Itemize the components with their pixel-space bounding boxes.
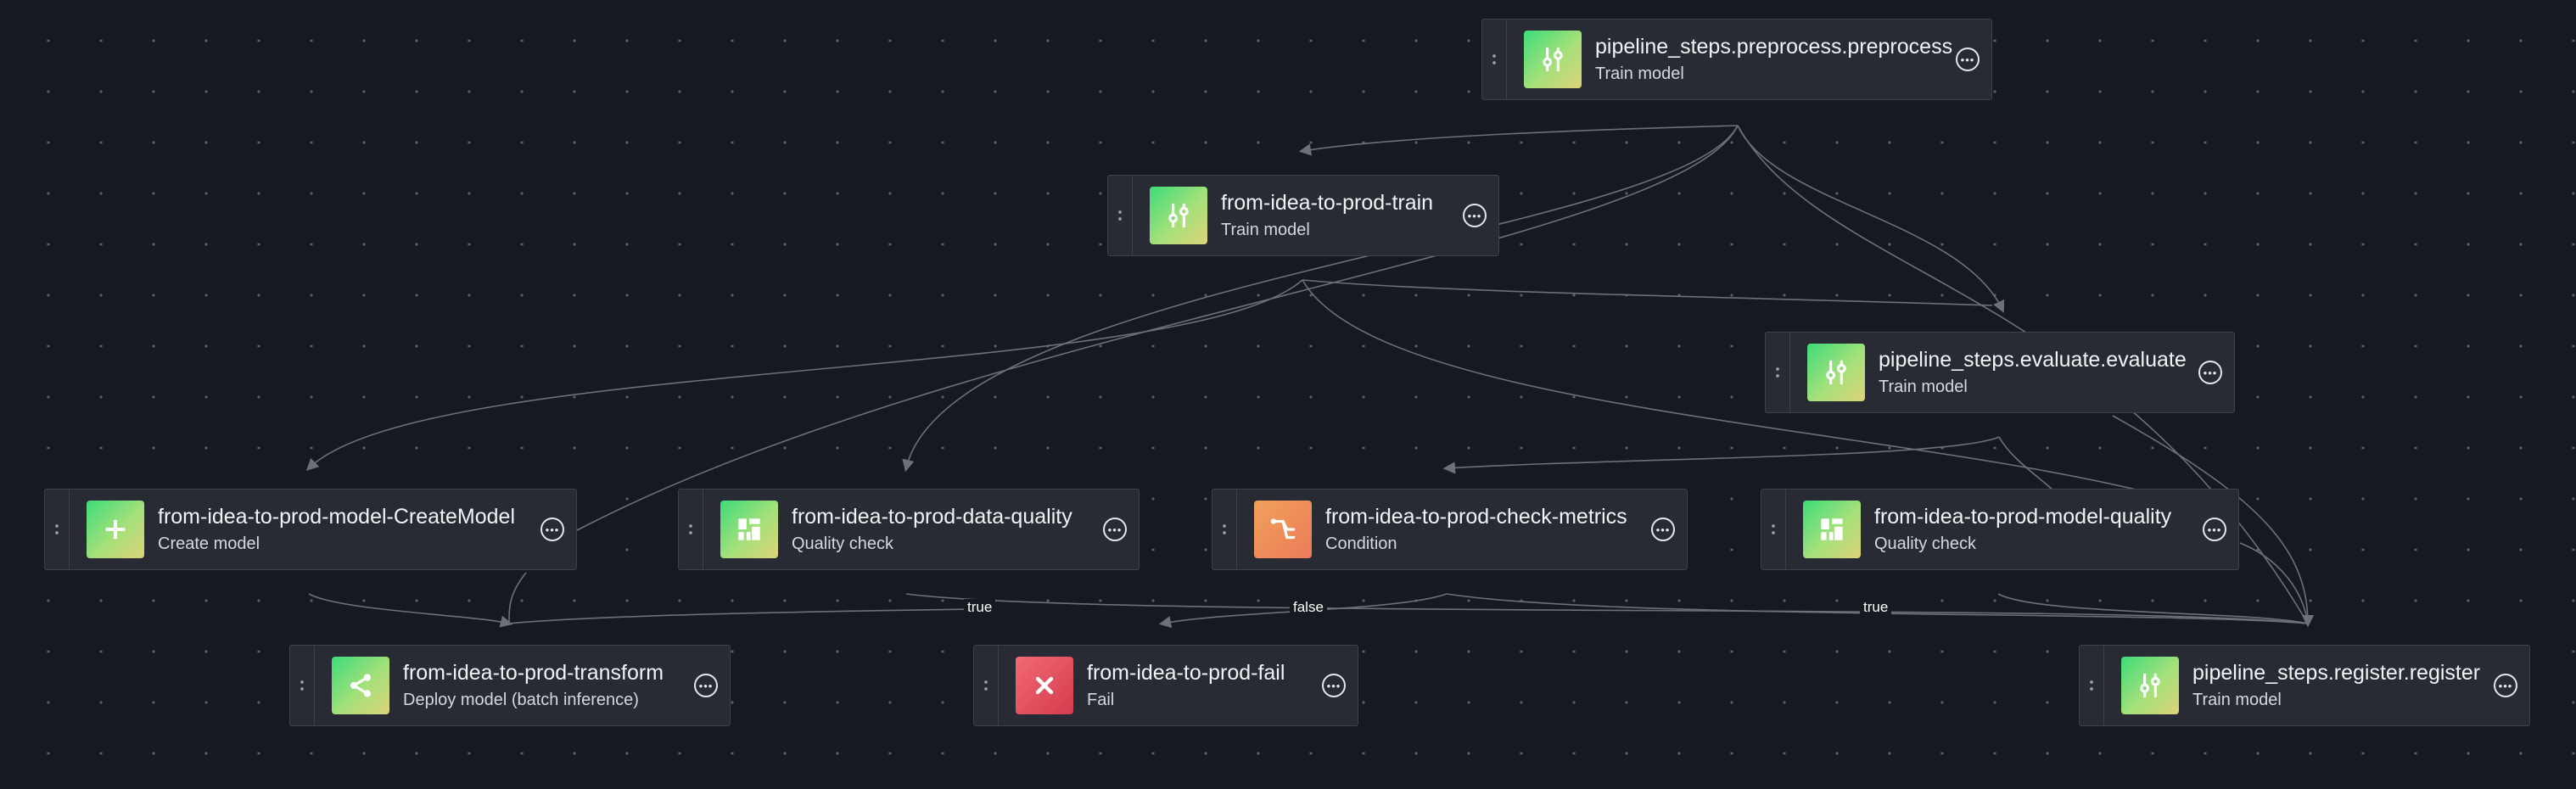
node-title: from-idea-to-prod-model-CreateModel <box>158 505 515 529</box>
edge-train-createmodel <box>305 279 1303 471</box>
node-subtitle: Deploy model (batch inference) <box>403 691 639 709</box>
blocks-icon <box>1803 501 1861 558</box>
drag-handle-icon[interactable] <box>679 490 703 569</box>
node-createmodel[interactable]: from-idea-to-prod-model-CreateModel Crea… <box>44 489 577 570</box>
more-options-icon[interactable]: ••• <box>2203 518 2226 541</box>
blocks-icon <box>720 501 778 558</box>
node-subtitle: Create model <box>158 534 260 553</box>
sliders-icon <box>1807 344 1865 401</box>
edge-evaluate-checkmetrics <box>1442 436 2000 474</box>
drag-handle-icon[interactable] <box>1482 20 1507 99</box>
edge-label-true: true <box>964 599 996 616</box>
drag-handle-icon[interactable] <box>290 646 315 725</box>
drag-handle-icon[interactable] <box>45 490 70 569</box>
more-options-icon[interactable]: ••• <box>1322 674 1346 697</box>
edge-misc-left <box>508 608 977 624</box>
drag-handle-icon[interactable] <box>1108 176 1133 255</box>
node-title: from-idea-to-prod-train <box>1221 191 1434 215</box>
node-title: from-idea-to-prod-model-quality <box>1874 505 2172 529</box>
edge-preprocess-createmodel <box>576 125 1739 531</box>
branch-icon <box>1254 501 1312 558</box>
edge-evaluate-modelquality <box>1998 436 2054 491</box>
sliders-icon <box>2121 657 2179 714</box>
more-options-icon[interactable]: ••• <box>1103 518 1127 541</box>
edge-preprocess-evaluate <box>1737 125 2005 313</box>
node-subtitle: Train model <box>1595 64 1684 83</box>
node-title: from-idea-to-prod-transform <box>403 661 664 685</box>
node-subtitle: Quality check <box>792 534 894 553</box>
edge-preprocess-train <box>1298 125 1739 156</box>
node-subtitle: Train model <box>2192 691 2282 709</box>
drag-handle-icon[interactable] <box>2080 646 2104 725</box>
node-title: from-idea-to-prod-data-quality <box>792 505 1072 529</box>
more-options-icon[interactable]: ••• <box>540 518 564 541</box>
edge-createmodel-transform-2 <box>308 593 513 628</box>
plus-icon <box>87 501 144 558</box>
edge-label-true: true <box>1860 599 1892 616</box>
node-title: pipeline_steps.preprocess.preprocess <box>1595 35 1953 59</box>
drag-handle-icon[interactable] <box>974 646 999 725</box>
node-subtitle: Train model <box>1221 221 1310 239</box>
edge-dataquality-register <box>905 593 2309 624</box>
sliders-icon <box>1150 187 1207 244</box>
node-modelquality[interactable]: from-idea-to-prod-model-quality Quality … <box>1761 489 2239 570</box>
node-register[interactable]: pipeline_steps.register.register Train m… <box>2079 645 2530 726</box>
more-options-icon[interactable]: ••• <box>1651 518 1675 541</box>
node-title: from-idea-to-prod-check-metrics <box>1325 505 1627 529</box>
x-icon <box>1016 657 1073 714</box>
drag-handle-icon[interactable] <box>1761 490 1786 569</box>
more-options-icon[interactable]: ••• <box>2198 361 2222 384</box>
node-preprocess[interactable]: pipeline_steps.preprocess.preprocess Tra… <box>1481 19 1992 100</box>
edge-preprocess-dataquality <box>902 125 1739 473</box>
edge-modelquality-register <box>1997 593 2309 624</box>
more-options-icon[interactable]: ••• <box>1463 204 1487 227</box>
node-dataquality[interactable]: from-idea-to-prod-data-quality Quality c… <box>678 489 1140 570</box>
node-train[interactable]: from-idea-to-prod-train Train model ••• <box>1107 175 1499 256</box>
node-title: pipeline_steps.register.register <box>2192 661 2481 685</box>
edge-label-false: false <box>1290 599 1327 616</box>
drag-handle-icon[interactable] <box>1212 490 1237 569</box>
node-checkmetrics[interactable]: from-idea-to-prod-check-metrics Conditio… <box>1212 489 1688 570</box>
more-options-icon[interactable]: ••• <box>2494 674 2517 697</box>
edge-train-modelquality <box>1302 279 2148 493</box>
drag-handle-icon[interactable] <box>1766 333 1790 412</box>
node-transform[interactable]: from-idea-to-prod-transform Deploy model… <box>289 645 731 726</box>
more-options-icon[interactable]: ••• <box>1956 48 1980 71</box>
node-title: from-idea-to-prod-fail <box>1087 661 1285 685</box>
node-evaluate[interactable]: pipeline_steps.evaluate.evaluate Train m… <box>1765 332 2235 413</box>
edge-createmodel-transform <box>508 572 527 624</box>
edge-modelquality-register-2 <box>2239 542 2309 624</box>
node-title: pipeline_steps.evaluate.evaluate <box>1879 348 2187 372</box>
share-icon <box>332 657 389 714</box>
node-subtitle: Fail <box>1087 691 1115 709</box>
edge-train-evaluate <box>1302 279 1993 306</box>
node-subtitle: Quality check <box>1874 534 1977 553</box>
sliders-icon <box>1524 31 1582 88</box>
node-fail[interactable]: from-idea-to-prod-fail Fail ••• <box>973 645 1358 726</box>
node-subtitle: Train model <box>1879 378 1968 396</box>
more-options-icon[interactable]: ••• <box>694 674 718 697</box>
node-subtitle: Condition <box>1325 534 1397 553</box>
edge-evaluate-register <box>2112 415 2315 628</box>
